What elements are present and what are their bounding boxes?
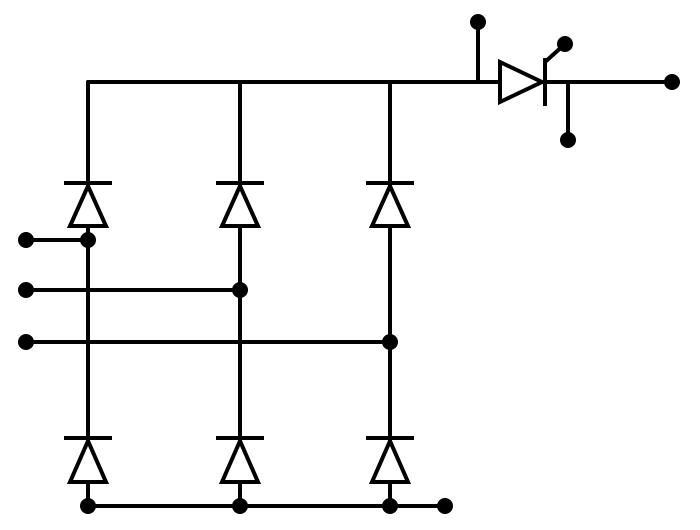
diode-upper-a: [64, 181, 112, 228]
junction-neg-c: [382, 498, 398, 514]
terminal-phase-b: [18, 282, 34, 298]
diode-upper-c: [366, 181, 414, 228]
terminal-phase-a: [18, 232, 34, 248]
terminal-phase-c: [18, 334, 34, 350]
terminal-auxiliary-top: [470, 14, 486, 30]
terminal-auxiliary-bottom: [560, 132, 576, 148]
thyristor: [498, 58, 547, 106]
diode-upper-b: [216, 181, 264, 228]
diode-lower-c: [366, 436, 414, 484]
diode-lower-b: [216, 436, 264, 484]
terminal-dc-negative: [437, 498, 453, 514]
terminal-dc-positive: [664, 74, 680, 90]
junction-phase-a: [80, 232, 96, 248]
diode-lower-a: [64, 436, 112, 484]
terminal-gate: [557, 36, 573, 52]
junction-neg-b: [232, 498, 248, 514]
junction-neg-a: [80, 498, 96, 514]
junction-phase-c: [382, 334, 398, 350]
junction-phase-b: [232, 282, 248, 298]
